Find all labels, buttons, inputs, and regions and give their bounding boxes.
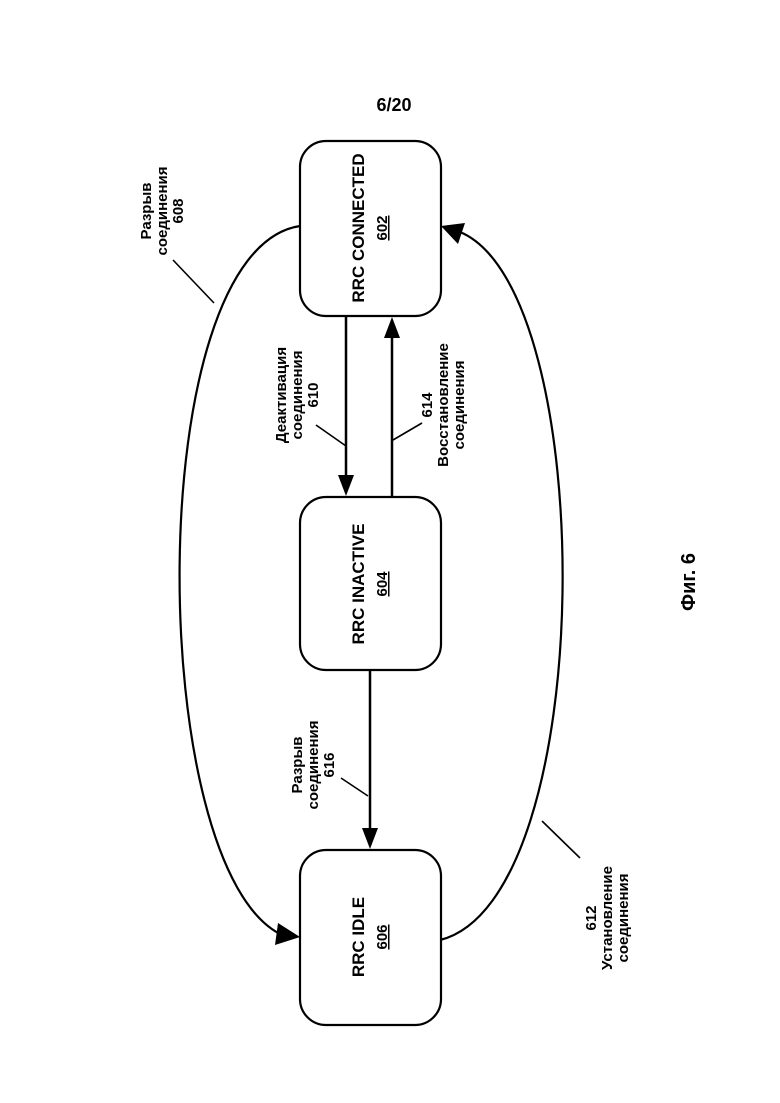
- label-608-leader: [173, 260, 214, 303]
- label-612: 612 Установление соединения: [583, 866, 632, 970]
- figure-caption: Фиг. 6: [678, 553, 700, 611]
- label-612-leader: [542, 821, 580, 858]
- label-614: 614 Восстановление соединения: [419, 343, 468, 467]
- label-616: Разрыв соединения 616: [289, 720, 338, 809]
- label-614-leader: [393, 423, 422, 440]
- transition-612-arc: [440, 232, 563, 940]
- label-616-line1: Разрыв: [289, 737, 306, 794]
- label-608-number: 608: [170, 198, 187, 223]
- transition-612-arrowhead: [441, 223, 465, 244]
- label-614-number: 614: [419, 392, 436, 418]
- transition-608-arrowhead: [275, 923, 300, 945]
- state-rrc-connected-title: RRC CONNECTED: [349, 153, 368, 302]
- state-rrc-inactive-number: 604: [374, 571, 391, 597]
- label-608-line2: соединения: [154, 166, 171, 255]
- label-616-line2: соединения: [305, 720, 322, 809]
- state-rrc-inactive-title: RRC INACTIVE: [349, 524, 368, 645]
- label-614-line2: соединения: [451, 360, 468, 449]
- state-rrc-idle: RRC IDLE 606: [300, 850, 441, 1025]
- label-608: Разрыв соединения 608: [138, 166, 187, 255]
- state-rrc-connected: RRC CONNECTED 602: [300, 141, 441, 316]
- label-616-number: 616: [321, 752, 338, 777]
- label-610-line2: соединения: [289, 350, 306, 439]
- label-610: Деактивация соединения 610: [273, 347, 322, 443]
- transition-608-arc: [180, 226, 300, 935]
- state-rrc-idle-number: 606: [374, 924, 391, 949]
- label-610-line1: Деактивация: [273, 347, 290, 443]
- transition-616-arrowhead: [362, 828, 378, 849]
- label-610-number: 610: [305, 382, 322, 407]
- sheet-number: 6/20: [376, 95, 411, 115]
- state-rrc-idle-title: RRC IDLE: [349, 897, 368, 977]
- state-rrc-connected-number: 602: [374, 215, 391, 240]
- transition-610-arrowhead: [338, 475, 354, 496]
- transition-614-arrowhead: [384, 317, 400, 338]
- label-612-line1: Установление: [599, 866, 616, 970]
- label-610-leader: [316, 425, 346, 446]
- label-608-line1: Разрыв: [138, 183, 155, 240]
- label-616-leader: [341, 778, 368, 796]
- label-612-line2: соединения: [615, 873, 632, 962]
- label-614-line1: Восстановление: [435, 343, 452, 467]
- label-612-number: 612: [583, 905, 600, 930]
- state-rrc-inactive: RRC INACTIVE 604: [300, 497, 441, 670]
